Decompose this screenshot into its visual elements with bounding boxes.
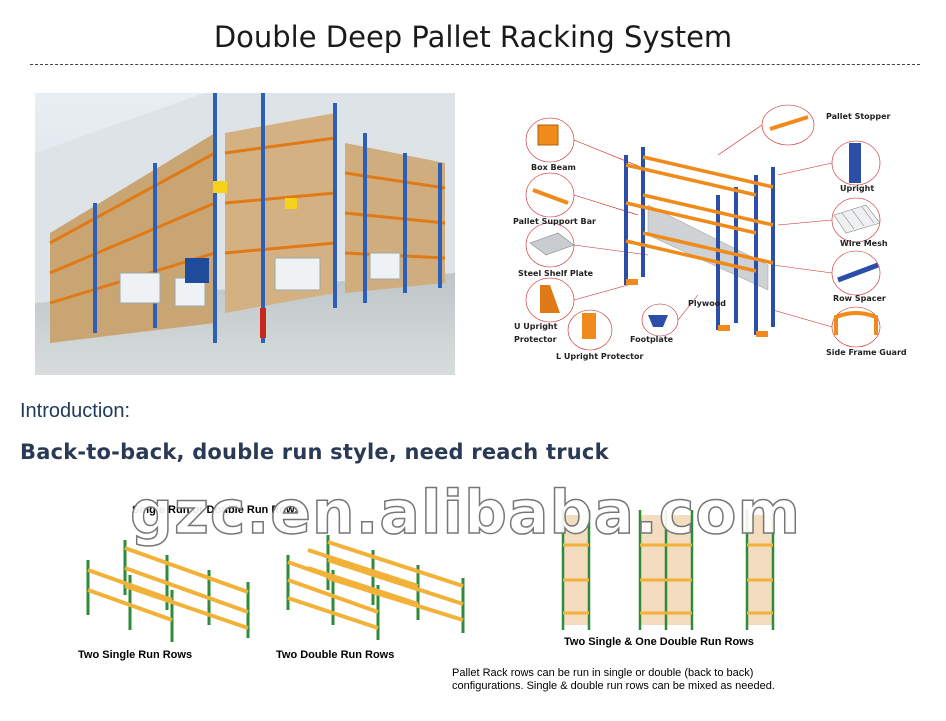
label-wire-mesh: Wire Mesh xyxy=(840,239,888,248)
label-pallet-stopper: Pallet Stopper xyxy=(826,112,891,121)
label-l-upright-protector: L Upright Protector xyxy=(556,352,644,361)
caption-mixed-run-rows: Two Single & One Double Run Rows xyxy=(564,636,754,648)
mixed-rows-front-view xyxy=(561,510,775,630)
label-plywood: Plywood xyxy=(688,299,726,308)
label-upright: Upright xyxy=(840,184,875,193)
label-footplate: Footplate xyxy=(630,335,674,344)
caption-two-single-run-rows: Two Single Run Rows xyxy=(78,649,193,661)
rack-frame xyxy=(624,147,775,337)
double-run-rows-illustration xyxy=(286,535,465,640)
label-pallet-support-bar: Pallet Support Bar xyxy=(513,217,596,226)
label-u-upright: U Upright xyxy=(514,322,558,331)
caption-two-double-run-rows: Two Double Run Rows xyxy=(276,649,395,661)
part-icons xyxy=(529,115,881,339)
title-divider xyxy=(30,64,920,65)
page-title: Double Deep Pallet Racking System xyxy=(213,20,733,54)
rows-overlay-label: Single Run or Double Run Rows xyxy=(132,504,301,516)
label-u-upright-protector: Protector xyxy=(514,335,557,344)
note-line-2: configurations. Single & double run rows… xyxy=(452,680,775,692)
warehouse-photo xyxy=(35,93,455,375)
parts-diagram: Box Beam Pallet Support Bar Steel Shelf … xyxy=(508,95,908,365)
watermark-text: gzc.en.alibaba.com xyxy=(129,477,802,549)
introduction-heading: Introduction: xyxy=(20,400,131,422)
label-row-spacer: Row Spacer xyxy=(833,294,886,303)
configuration-note: Pallet Rack rows can be run in single or… xyxy=(452,667,852,693)
note-line-1: Pallet Rack rows can be run in single or… xyxy=(452,667,754,679)
label-box-beam: Box Beam xyxy=(531,163,576,172)
label-side-frame-guard: Side Frame Guard xyxy=(826,348,907,357)
single-run-rows-illustration xyxy=(86,540,250,642)
label-steel-shelf-plate: Steel Shelf Plate xyxy=(518,269,594,278)
introduction-subtitle: Back-to-back, double run style, need rea… xyxy=(20,440,609,464)
